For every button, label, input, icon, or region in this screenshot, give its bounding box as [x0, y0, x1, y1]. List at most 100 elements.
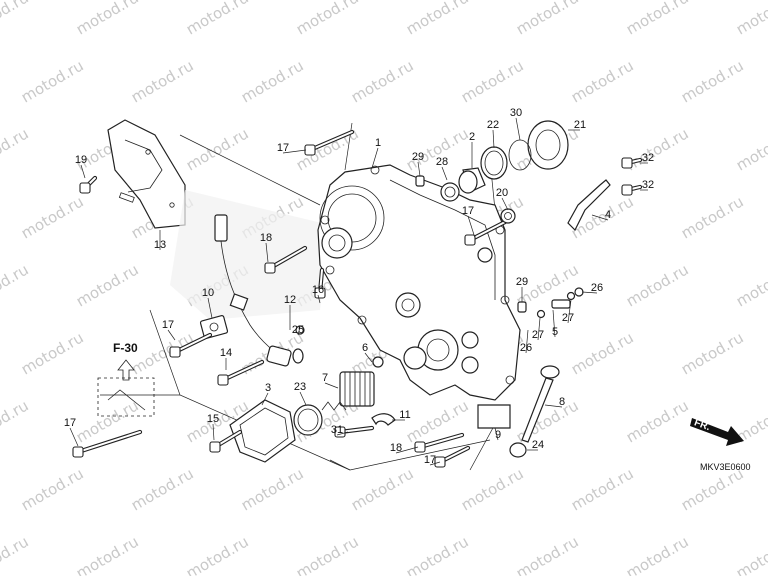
callout-leader [537, 317, 541, 341]
bolt [464, 219, 508, 246]
callout-label: 22 [487, 119, 499, 131]
callout-leader [80, 164, 86, 179]
callout-label: 20 [496, 187, 508, 199]
bolt [264, 245, 308, 274]
callout-leader [417, 161, 421, 177]
diagram-code: MKV3E0600 [700, 462, 751, 472]
f30-label: F-30 [113, 341, 138, 355]
callout-label: 30 [510, 107, 522, 119]
watermark-text: motod.ru [0, 396, 32, 446]
callout-label: 27 [562, 312, 574, 324]
watermark-text: motod.ru [18, 464, 87, 514]
callout-leader [515, 117, 521, 141]
callout-label: 15 [207, 413, 219, 425]
callout-leader [395, 446, 419, 454]
watermark-text: motod.ru [403, 532, 472, 576]
callout-label: 32 [642, 179, 654, 191]
callout-label: 6 [362, 342, 368, 354]
watermark-text: motod.ru [293, 532, 362, 576]
callout-leader [494, 427, 499, 441]
watermark-text: motod.ru [513, 0, 582, 38]
callout-label: 23 [294, 381, 306, 393]
watermark-text: motod.ru [623, 124, 692, 174]
heat-shield-plate [107, 119, 330, 320]
watermark-text: motod.ru [568, 464, 637, 514]
callout-label: 17 [462, 205, 474, 217]
callout-label: 3 [265, 382, 271, 394]
callout-leader [265, 242, 269, 263]
callout-label: 29 [412, 151, 424, 163]
watermark-text: motod.ru [293, 0, 362, 38]
callout-leader [69, 427, 79, 447]
bolt [621, 157, 643, 169]
watermark-text: motod.ru [73, 260, 142, 310]
watermark-text: motod.ru [458, 56, 527, 106]
watermark-text: motod.ru [568, 328, 637, 378]
watermark-text: motod.ru [73, 396, 142, 446]
bolt [169, 332, 213, 358]
watermark-text: motod.ru [128, 56, 197, 106]
o-ring-24 [509, 442, 527, 458]
callout-label: 2 [469, 131, 475, 143]
watermark-text: motod.ru [623, 396, 692, 446]
callout-leader [591, 214, 609, 221]
callout-label: 13 [154, 239, 166, 251]
callout-label: 8 [559, 396, 565, 408]
callout-label: 32 [642, 152, 654, 164]
watermark-text: motod.ru [348, 464, 417, 514]
callout-label: 17 [162, 319, 174, 331]
callout-label: 31 [331, 424, 343, 436]
callout-label: 29 [516, 276, 528, 288]
callout-label: 17 [424, 454, 436, 466]
callout-label: 9 [495, 429, 501, 441]
callout-label: 1 [375, 137, 381, 149]
callout-label: 7 [322, 372, 328, 384]
watermark-text: motod.ru [623, 0, 692, 38]
callout-label: 26 [520, 342, 532, 354]
callout-label: 19 [75, 154, 87, 166]
callout-leader [581, 291, 598, 294]
watermark-text: motod.ru [678, 328, 747, 378]
watermark-text: motod.ru [238, 56, 307, 106]
callout-leader [297, 326, 301, 336]
callout-leader [324, 382, 339, 389]
callout-leader [525, 329, 529, 354]
watermark-text: motod.ru [0, 124, 32, 174]
callout-label: 21 [574, 119, 586, 131]
callout-leader [552, 309, 556, 338]
callout-leader [336, 431, 349, 436]
oil-filter [321, 371, 375, 411]
assembly-lines [100, 122, 501, 471]
watermark-text: motod.ru [458, 464, 527, 514]
callout-label: 16 [312, 284, 324, 296]
watermark-text: motod.ru [403, 0, 472, 38]
callout-label: 18 [260, 232, 272, 244]
watermark-text: motod.ru [623, 532, 692, 576]
callout-leader [467, 215, 476, 239]
setting-plate-9 [477, 404, 511, 429]
callout-leader [544, 404, 563, 408]
callout-leader [282, 149, 307, 154]
watermark-text: motod.ru [733, 124, 768, 174]
bolt [209, 429, 243, 453]
watermark-text: motod.ru [0, 0, 32, 38]
watermark-text: motod.ru [0, 532, 32, 576]
bolt [334, 425, 375, 438]
callout-label: 25 [292, 324, 304, 336]
bracket-4 [567, 179, 611, 232]
watermark-text: motod.ru [128, 464, 197, 514]
watermark-text: motod.ru [128, 328, 197, 378]
watermark-text: motod.ru [348, 56, 417, 106]
callout-label: 14 [220, 347, 232, 359]
bolt [72, 429, 143, 458]
callout-label: 12 [284, 294, 296, 306]
callout-label: 24 [532, 439, 544, 451]
watermark-text: motod.ru [73, 532, 142, 576]
watermark-text: motod.ru [568, 56, 637, 106]
callout-leader [212, 423, 215, 441]
callout-label: 11 [399, 409, 410, 421]
watermark-text: motod.ru [238, 464, 307, 514]
bolt [217, 359, 265, 386]
watermark-text: motod.ru [0, 260, 32, 310]
callout-leader [371, 147, 379, 169]
